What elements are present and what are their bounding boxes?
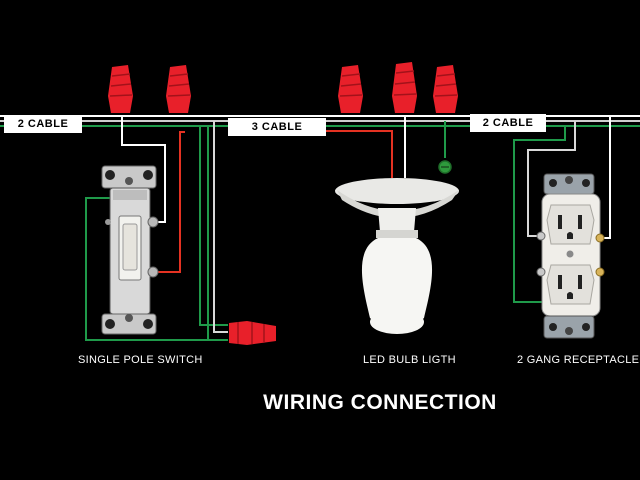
page-title: WIRING CONNECTION <box>263 391 497 414</box>
wire-nut-1 <box>108 65 133 113</box>
duplex-receptacle <box>536 173 605 339</box>
single-pole-switch <box>101 165 159 335</box>
cable-label-right: 2 CABLE <box>470 114 546 132</box>
receptacle-caption: 2 GANG RECEPTACLE <box>517 354 640 366</box>
wire-nut-2 <box>166 65 191 113</box>
switch-wiring <box>85 116 228 341</box>
ground-screw-icon <box>438 160 452 174</box>
bulb-caption: LED BULB LIGTH <box>363 354 456 366</box>
wire-nut-4 <box>392 62 417 113</box>
cable-label-left: 2 CABLE <box>4 115 82 133</box>
wire-nut-3 <box>338 65 363 113</box>
switch-caption: SINGLE POLE SWITCH <box>78 354 203 366</box>
wire-nut-5 <box>433 65 458 113</box>
bulb-wiring <box>326 116 446 178</box>
cable-label-middle: 3 CABLE <box>228 118 326 136</box>
wire-nut-ground <box>229 321 276 345</box>
led-bulb-fixture <box>335 178 459 334</box>
